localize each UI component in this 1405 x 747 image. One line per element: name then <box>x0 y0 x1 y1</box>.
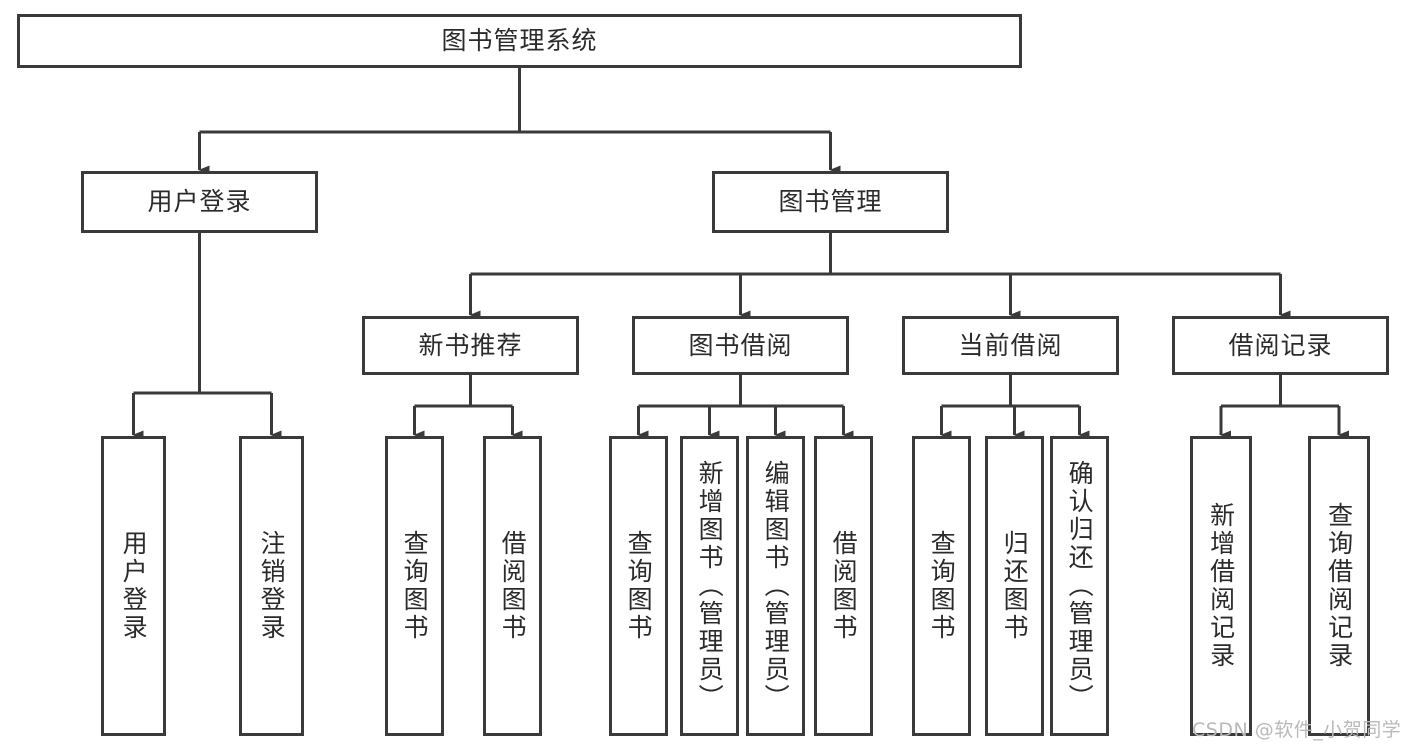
node-leaf_add_record[interactable]: 新增借阅记录 <box>1190 436 1252 736</box>
node-label: 归还图书 <box>1000 530 1030 642</box>
node-leaf_borrow_book_1[interactable]: 借阅图书 <box>483 436 542 736</box>
node-new_book_rec[interactable]: 新书推荐 <box>362 316 579 375</box>
node-root[interactable]: 图书管理系统 <box>17 14 1022 68</box>
node-leaf_borrow_book_2[interactable]: 借阅图书 <box>814 436 873 736</box>
node-leaf_user_login[interactable]: 用户登录 <box>101 436 166 736</box>
node-label: 图书管理 <box>778 187 883 216</box>
node-label: 用户登录 <box>147 187 252 216</box>
node-label: 查询图书 <box>624 530 654 642</box>
node-label: 借阅记录 <box>1228 330 1333 360</box>
node-label: 借阅图书 <box>829 530 859 642</box>
node-label: 查询图书 <box>400 530 430 642</box>
node-label: 当前借阅 <box>958 330 1063 360</box>
node-leaf_logout[interactable]: 注销登录 <box>239 436 304 736</box>
node-leaf_query_book_3[interactable]: 查询图书 <box>912 436 971 736</box>
node-leaf_confirm_return[interactable]: 确认归还（管理员） <box>1050 436 1109 736</box>
node-label: 图书借阅 <box>688 330 793 360</box>
node-label: 查询借阅记录 <box>1324 502 1354 670</box>
node-label: 借阅图书 <box>498 530 528 642</box>
node-label: 查询图书 <box>927 530 957 642</box>
node-current_borrow[interactable]: 当前借阅 <box>902 316 1119 375</box>
node-label: 新增借阅记录 <box>1206 502 1236 670</box>
node-leaf_query_book_1[interactable]: 查询图书 <box>385 436 444 736</box>
node-book_mgmt[interactable]: 图书管理 <box>712 171 949 233</box>
node-user_login[interactable]: 用户登录 <box>81 171 318 233</box>
node-label: 确认归还（管理员） <box>1065 460 1095 712</box>
node-leaf_add_book[interactable]: 新增图书（管理员） <box>680 436 739 736</box>
node-label: 新书推荐 <box>418 330 523 360</box>
node-book_borrow[interactable]: 图书借阅 <box>632 316 849 375</box>
csdn-watermark: CSDN @软件_小贺同学 <box>1192 719 1402 741</box>
node-label: 用户登录 <box>119 530 149 642</box>
node-leaf_edit_book[interactable]: 编辑图书（管理员） <box>746 436 805 736</box>
node-leaf_query_book_2[interactable]: 查询图书 <box>609 436 668 736</box>
node-leaf_return_book[interactable]: 归还图书 <box>985 436 1044 736</box>
node-leaf_query_record[interactable]: 查询借阅记录 <box>1308 436 1370 736</box>
node-label: 编辑图书（管理员） <box>761 460 791 712</box>
node-label: 注销登录 <box>257 530 287 642</box>
node-label: 新增图书（管理员） <box>695 460 725 712</box>
node-borrow_record[interactable]: 借阅记录 <box>1172 316 1389 375</box>
node-label: 图书管理系统 <box>441 26 598 55</box>
